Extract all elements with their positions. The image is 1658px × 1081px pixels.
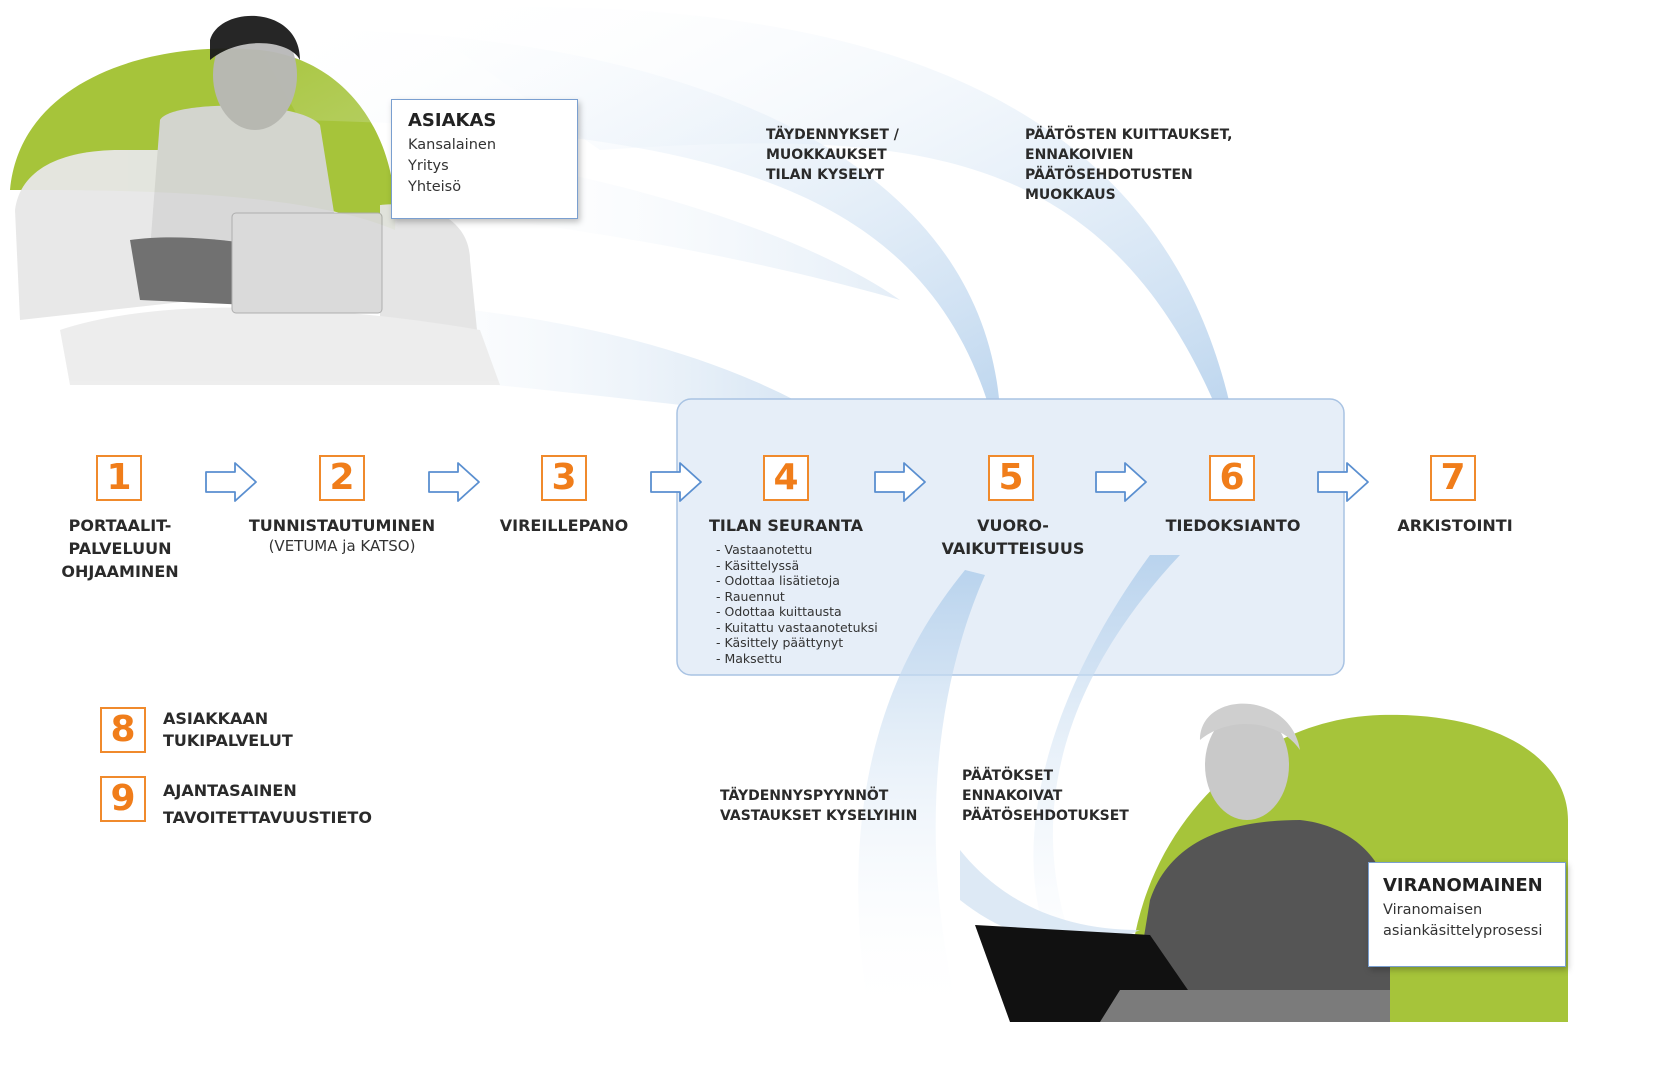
status-item: Käsittelyssä (716, 558, 878, 574)
legend-8-label: ASIAKKAAN TUKIPALVELUT (163, 709, 293, 750)
customer-type-citizen: Kansalainen (408, 137, 497, 153)
arrow-right-icon (428, 462, 480, 502)
arrow-right-icon (650, 462, 702, 502)
authority-card-line-1: Viranomaisen (1383, 902, 1483, 918)
arrow-right-icon (1317, 462, 1369, 502)
flow-swoosh-customer-2 (400, 6, 1230, 417)
diagram-background (10, 6, 1568, 1022)
authority-card-title: VIRANOMAINEN (1383, 875, 1543, 896)
status-list: Vastaanotettu Käsittelyssä Odottaa lisät… (716, 542, 878, 667)
legend-9-label: AJANTASAINEN TAVOITETTAVUUSTIETO (163, 781, 372, 827)
flow-label-decisions: PÄÄTÖKSET ENNAKOIVAT PÄÄTÖSEHDOTUKSET (962, 768, 1129, 824)
authority-card: VIRANOMAINEN Viranomaisen asiankäsittely… (1368, 862, 1566, 967)
customer-type-company: Yritys (408, 158, 449, 174)
flow-swoosh-authority-2 (1033, 555, 1180, 1022)
status-item: Vastaanotettu (716, 542, 878, 558)
customer-illustration (15, 15, 500, 385)
status-item: Odottaa kuittausta (716, 604, 878, 620)
step-3-label: VIREILLEPANO (499, 516, 629, 535)
customer-card: ASIAKAS Kansalainen Yritys Yhteisö (391, 99, 578, 219)
status-item: Odottaa lisätietoja (716, 573, 878, 589)
status-item: Kuitattu vastaanotetuksi (716, 620, 877, 636)
arrow-right-icon (205, 462, 257, 502)
step-2-sublabel: (VETUMA ja KATSO) (268, 537, 416, 555)
flow-swoosh-authority-1 (858, 570, 985, 1022)
step-7-label: ARKISTOINTI (1397, 516, 1513, 535)
flow-swoosh-authority-3 (960, 850, 1140, 945)
step-4-number: 4 (763, 455, 809, 501)
step-arrows (205, 462, 1369, 502)
step-1-number: 1 (96, 455, 142, 501)
step-6-label: TIEDOKSIANTO (1165, 516, 1301, 535)
legend-9-number: 9 (100, 776, 146, 822)
arrow-right-icon (874, 462, 926, 502)
arrow-right-icon (1095, 462, 1147, 502)
status-item: Rauennut (716, 589, 878, 605)
step-5-label: VUORO- VAIKUTTEISUUS (941, 516, 1085, 558)
authority-illustration (975, 703, 1390, 1022)
legend-8-number: 8 (100, 707, 146, 753)
step-7-number: 7 (1430, 455, 1476, 501)
step-1-label: PORTAALIT- PALVELUUN OHJAAMINEN (61, 516, 179, 581)
customer-type-community: Yhteisö (408, 179, 462, 195)
step-6-number: 6 (1209, 455, 1255, 501)
step-3-number: 3 (541, 455, 587, 501)
step-5-number: 5 (988, 455, 1034, 501)
step-4-label: TILAN SEURANTA (709, 516, 863, 535)
flow-label-supplements: TÄYDENNYKSET / MUOKKAUKSET TILAN KYSELYT (766, 127, 899, 183)
status-item: Maksettu (716, 651, 878, 667)
customer-card-title: ASIAKAS (408, 110, 497, 131)
status-item: Käsittely päättynyt (716, 635, 878, 651)
authority-card-line-2: asiankäsittelyprosessi (1383, 923, 1543, 939)
flow-label-decision-receipts: PÄÄTÖSTEN KUITTAUKSET, ENNAKOIVIEN PÄÄTÖ… (1025, 127, 1233, 203)
step-2-label: TUNNISTAUTUMINEN (248, 516, 436, 535)
flow-label-supplement-requests: TÄYDENNYSPYYNNÖT VASTAUKSET KYSELYIHIN (720, 788, 918, 824)
step-2-number: 2 (319, 455, 365, 501)
